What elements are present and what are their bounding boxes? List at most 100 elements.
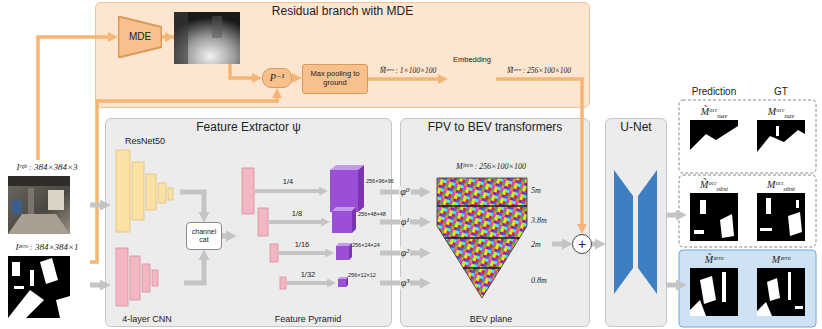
subscript-text: obst [783,186,795,194]
symbol-label: M̃ᵒᶜᶜobst [700,179,728,191]
symbol-text: Mᵒᶜᶜ [768,106,784,117]
output-map: M̃ᶻᵉʳᵒ [686,252,742,318]
output-map: M̃ᵒᶜᶜnav [686,104,742,170]
node-text: Residual branch with MDE [272,5,413,19]
output-map: Mᵒᶜᶜobst [753,177,809,243]
arrow [380,190,422,195]
annotation: 1/32 [301,271,316,280]
panel: U-Net [605,118,667,327]
node-text: channel cat [189,228,219,244]
panel: FPV to BEV transformersMᶠᵉᵃᵗˢ : 256×100×… [400,118,590,327]
annotation: 256×48×48 [358,211,386,217]
embedding-block: Embedding [448,54,496,100]
arrow [292,76,294,80]
symbol-text: Mᶻᵉʳᵒ [772,254,790,265]
rgb-image [8,176,70,234]
feature-pyramid: Feature Pyramid [236,148,380,326]
edge-label: φ³ [400,277,411,289]
arrow [90,203,102,208]
cnn-blocks [116,248,158,306]
annotation: 1/4 [283,178,293,187]
annotation: 3.8m [531,216,547,225]
node-text: ResNet50 [125,136,165,146]
cnn-block: 4-layer CNN [110,240,184,326]
node-text: Embedding [453,56,491,65]
annotation: GT [774,86,788,98]
arrow [90,96,277,262]
edge-label: φ² [400,247,411,259]
node-text: BEV plane [470,314,513,324]
subscript-text: obst [716,186,728,194]
subscript-text: nav [717,113,727,121]
node-text: MDE [129,31,151,43]
symbol-text: Mᵒᶜᶜ [767,179,783,190]
pyramid-levels [242,168,286,289]
backbone-block: ResNet50 [110,134,180,234]
annotation: 256×24×24 [352,242,380,248]
depth-image [174,12,240,64]
annotation: 5m [531,186,541,195]
resnet-blocks [116,150,173,232]
zero-shot-mask-image [8,256,70,318]
symbol-text: M̃ᶻᵉʳᵒ [705,254,723,265]
node-text: Max pooling to ground [305,70,365,87]
subscript-text: nav [784,113,794,121]
encoder-shape: MDE [118,16,162,58]
arrow [184,258,204,283]
symbol-label: Mᵒᶜᶜobst [767,179,795,191]
edge-label: M̃ᶻᵉʳᵒ : 1×100×100 [380,67,436,76]
node-text: P⁻¹ [270,72,284,84]
bev-plane: Mᶠᵉᵃᵗˢ : 256×100×100BEV plane [430,160,552,326]
node-text: + [578,237,586,251]
edge-label: φ¹ [400,216,411,228]
edge-label: φ⁰ [399,186,411,198]
node-text: Feature Extractor ψ [196,121,301,135]
pyramid-arrows [255,191,329,283]
arrow [180,192,204,214]
node-text: Feature Pyramid [275,314,342,324]
arrow [667,213,678,218]
arrow [380,251,422,256]
annotation: Prediction [692,86,736,98]
bev-mosaic [437,178,527,298]
node-text: FPV to BEV transformers [428,121,563,135]
unet-symbol [614,170,657,294]
arrow [552,242,564,247]
panel: Residual branch with MDE MDE P⁻¹ Max poolin… [95,2,590,108]
annotation: 2m [531,240,541,249]
arrow [162,37,254,78]
node-text: U-Net [620,121,651,135]
arrow [496,79,582,226]
annotation: 256×96×96 [366,178,394,184]
arrow [380,281,422,286]
arrow [667,283,678,288]
concat-op: channel cat [186,222,222,250]
node-text: 4-layer CNN [122,314,172,324]
arrow [368,77,440,81]
arrow [592,242,597,247]
annotation: 256×12×12 [348,272,376,278]
trapezoid-outline [118,16,161,57]
symbol-label: M̃ᵒᶜᶜnav [701,106,728,118]
symbol-text: M̃ᵒᶜᶜ [700,179,716,190]
symbol-text: M̃ᵒᶜᶜ [701,106,717,117]
sum-op: + [572,234,592,254]
output-maps [690,120,805,316]
input-image: Iʳᵍᵇ : 384×384×3 [4,160,90,238]
node-text: Mᶠᵉᵃᵗˢ : 256×100×100 [456,162,526,171]
output-groups [679,100,816,327]
annotation: 1/8 [292,210,302,219]
annotation: 1/16 [295,241,310,250]
symbol-label: Mᶻᵉʳᵒ [772,254,790,265]
arrow [222,234,228,239]
panel: Feature Extractor ψ ResNet50 4-layer CNN ch… [105,118,392,327]
feature-maps [330,165,364,287]
projection-op: P⁻¹ [262,68,292,88]
arrow-head [165,32,174,42]
pooling-op: Max pooling to ground [302,64,368,94]
